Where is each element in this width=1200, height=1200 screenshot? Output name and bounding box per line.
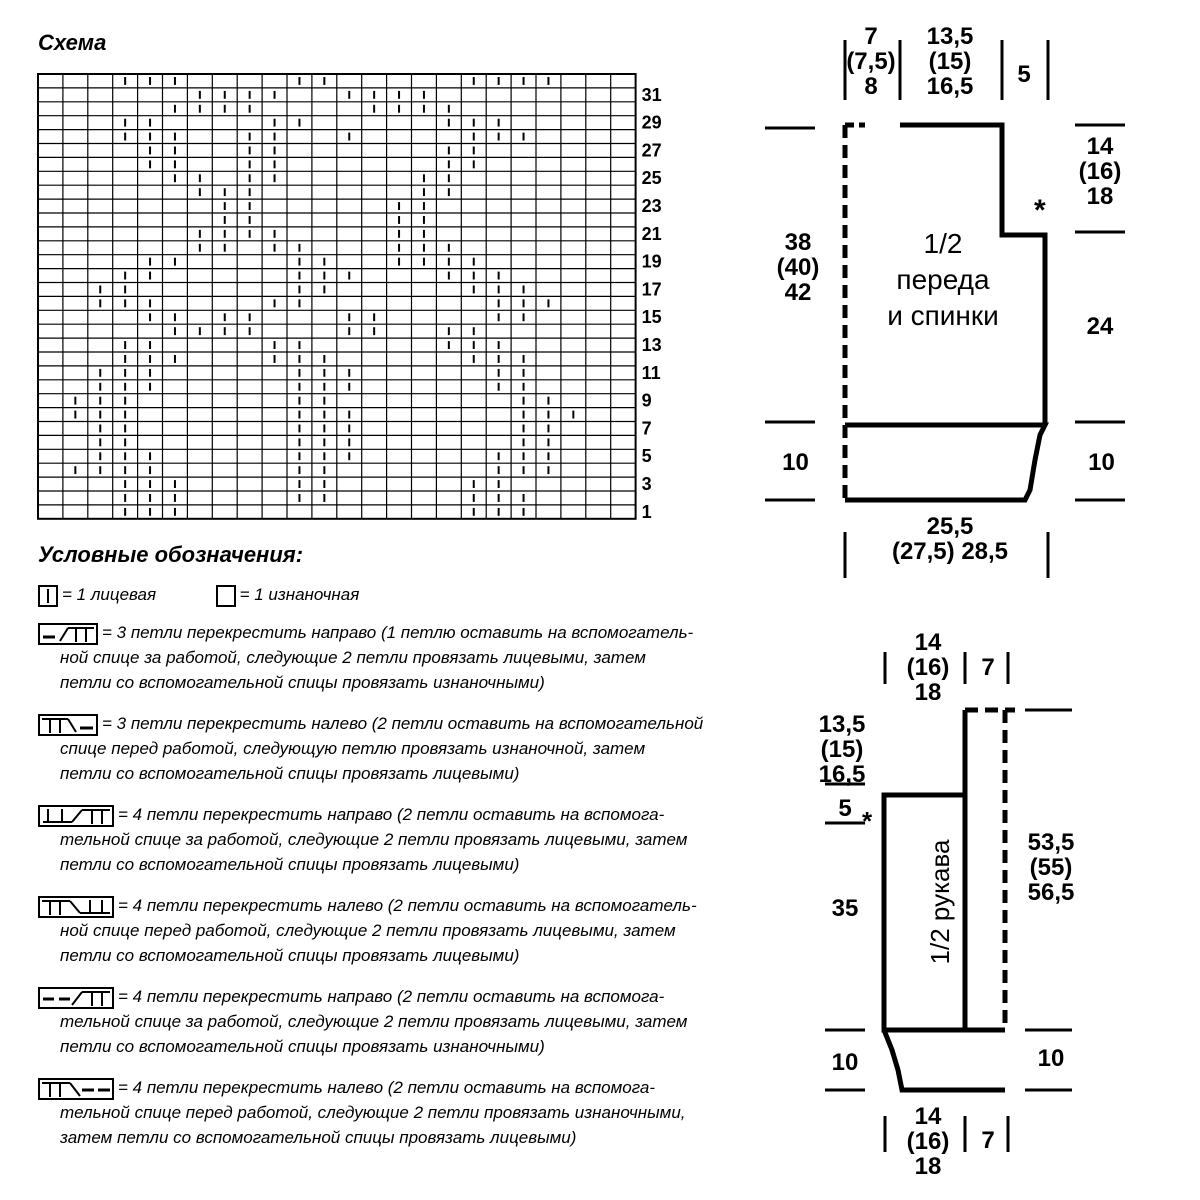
legend-item-c4l: = 4 петли перекрестить налево (2 петли о… [38,893,697,968]
knit-symbol-icon [38,584,58,607]
sleeve-label: 1/2 рукава [925,839,955,965]
purl-symbol-icon [215,584,236,607]
sleeve-top-right-dim: 7 [981,654,995,681]
sleeve-rib-right-dim: 10 [1037,1045,1065,1072]
legend-item-c4lp: = 4 петли перекрестить налево (2 петли о… [38,1075,688,1150]
legend: = 1 лицевая = 1 изнаночная [38,582,678,607]
legend-line: петли со вспомогательной спицы провязать… [60,946,520,965]
sleeve-length-dim: 35 [831,895,859,922]
body-marker-star: * [1034,194,1046,227]
sleeve-full-length-dim: 53,5(55)56,5 [1027,829,1075,906]
legend-item-c3r: = 3 петли перекрестить направо (1 петлю … [38,620,693,695]
legend-line: петли со вспомогательной спицы провязать… [60,855,520,874]
row-number: 5 [642,446,652,466]
legend-item-c4r: = 4 петли перекрестить направо (2 петли … [38,802,688,877]
row-number: 29 [642,113,662,133]
row-number: 19 [642,252,662,272]
body-rib-right-dim: 10 [1088,449,1115,476]
legend-cable-items: = 3 петли перекрестить направо (1 петлю … [38,620,703,1166]
sleeve-step-dim: 5 [838,795,852,822]
row-number: 27 [642,140,662,160]
row-number: 31 [642,85,662,105]
sleeve-outline [881,710,1005,1093]
row-number: 23 [642,196,662,216]
legend-item-c4rp: = 4 петли перекрестить направо (2 петли … [38,984,688,1059]
body-schematic [765,40,1125,578]
chart-symbols [74,77,575,516]
legend-line: затем петли со вспомогательной спицы про… [60,1128,577,1147]
body-rib-left-dim: 10 [782,449,809,476]
legend-line: тельной спице за работой, следующие 2 пе… [60,1012,688,1031]
sleeve-cap-dim: 13,5(15)16,5 [818,711,866,788]
legend-purl-text: = 1 изнаночная [239,585,360,604]
body-armhole-dim: 14(16)18 [1078,133,1122,210]
legend-line: = 4 петли перекрестить налево (2 петли о… [38,1075,688,1100]
legend-line: петли со вспомогательной спицы провязать… [60,1037,545,1056]
body-top-mid-dim: 13,5(15)16,5 [926,23,974,100]
row-number: 21 [642,224,662,244]
cable-3-left-icon [38,713,98,736]
chart-grid [37,73,637,520]
row-number: 13 [642,335,662,355]
row-number: 9 [642,391,652,411]
cable-3-right-icon [38,622,98,645]
body-outline [845,122,1050,503]
legend-line: тельной спице за работой, следующие 2 пе… [60,830,688,849]
body-bottom-width-dim: 25,5(27,5) 28,5 [891,513,1009,565]
sleeve-rib-left-dim: 10 [831,1049,859,1076]
sleeve-top-width-dim: 14(16)18 [906,629,950,706]
row-number: 3 [642,474,652,494]
legend-knit-text: = 1 лицевая [62,585,157,604]
sleeve-bottom-right-dim: 7 [981,1127,995,1154]
legend-line: спице перед работой, следующую петлю про… [60,739,646,758]
legend-line: ной спице перед работой, следующие 2 пет… [60,921,676,940]
row-number: 17 [642,279,662,299]
legend-line: ной спице за работой, следующие 2 петли … [60,648,646,667]
sleeve-marker-star: * [862,806,873,836]
body-dimension-ticks [765,40,1125,578]
legend-item-knit: = 1 лицевая = 1 изнаночная [38,582,678,607]
legend-item-c3l: = 3 петли перекрестить налево (2 петли о… [38,711,703,786]
row-number: 7 [642,418,652,438]
sleeve-dimension-ticks [825,652,1072,1152]
sleeve-schematic [825,652,1072,1152]
row-number: 15 [642,307,662,327]
legend-title: Условные обозначения: [38,542,304,567]
body-height-dim: 38(40)42 [776,229,820,306]
legend-line: = 4 петли перекрестить направо (2 петли … [38,984,688,1009]
sleeve-bottom-width-dim: 14(16)18 [906,1103,950,1180]
legend-line: петли со вспомогательной спицы провязать… [60,764,520,783]
legend-line: = 3 петли перекрестить направо (1 петлю … [38,620,693,645]
chart-title: Схема [38,30,107,55]
legend-line: = 4 петли перекрестить направо (2 петли … [38,802,688,827]
body-side-dim: 24 [1086,313,1114,340]
legend-line: = 3 петли перекрестить налево (2 петли о… [38,711,703,736]
legend-line: тельной спице перед работой, следующие 2… [60,1103,686,1122]
row-number: 1 [642,502,652,522]
cable-4-right-purl-icon [38,986,114,1009]
legend-line: = 4 петли перекрестить налево (2 петли о… [38,893,697,918]
body-top-right-dim: 5 [1017,61,1031,88]
cable-4-left-purl-icon [38,1077,114,1100]
cable-4-left-icon [38,895,114,918]
row-number: 25 [642,168,662,188]
cable-4-right-icon [38,804,114,827]
body-top-left-dim: 7(7,5)8 [846,23,896,100]
legend-line: петли со вспомогательной спицы провязать… [60,673,545,692]
row-number: 11 [642,363,661,383]
